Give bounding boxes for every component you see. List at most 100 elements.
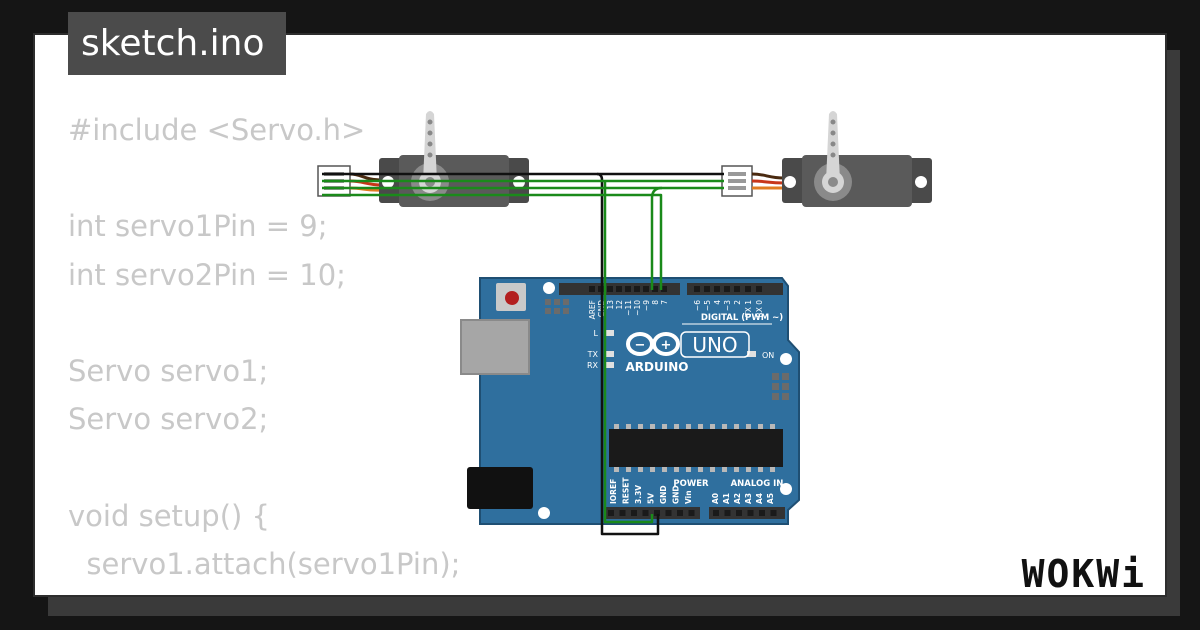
digital-pin[interactable]: [745, 286, 751, 292]
power-pin-label: GND: [659, 485, 668, 504]
analog-pin-label: A2: [733, 493, 742, 504]
led-rx: [605, 362, 614, 368]
icsp2-header: [772, 373, 789, 400]
digital-pin-label: AREF: [588, 300, 597, 319]
analog-pin[interactable]: [770, 510, 777, 516]
power-pin-label: Vin: [684, 490, 693, 504]
digital-pin-label: ~6: [693, 300, 702, 311]
analog-pin-label: A5: [766, 493, 775, 504]
reset-button[interactable]: [505, 291, 519, 305]
analog-pin-label: A3: [744, 493, 753, 504]
digital-pin-label: RX 0: [755, 300, 764, 318]
power-pin-label: RESET: [622, 477, 631, 504]
digital-pin[interactable]: [589, 286, 595, 292]
mounting-hole: [780, 483, 792, 495]
code-line: servo2.attach(servo2Pin);: [68, 588, 460, 596]
servo-motor-1[interactable]: [317, 111, 529, 207]
code-line: int servo1Pin = 9;: [68, 209, 328, 244]
led-l-label: L: [594, 329, 599, 338]
analog-header-title: ANALOG IN: [731, 479, 784, 489]
wire-signal-servo1[interactable]: [322, 193, 663, 290]
servo-motor-2[interactable]: [721, 111, 932, 207]
wire-vcc-to-5v[interactable]: [603, 181, 654, 524]
power-pin-label: IOREF: [609, 479, 618, 504]
usb-connector: [460, 319, 530, 375]
servo2-wire-brown: [751, 172, 785, 180]
analog-pin[interactable]: [736, 510, 742, 516]
power-pin[interactable]: [631, 510, 637, 516]
power-pin[interactable]: [688, 510, 695, 516]
wire-signal-pin10[interactable]: [650, 186, 663, 290]
code-line: servo1.attach(servo1Pin);: [68, 546, 461, 581]
digital-pin[interactable]: [734, 286, 740, 292]
power-jack: [467, 467, 533, 509]
board-model: UNO: [692, 333, 737, 357]
analog-pin[interactable]: [724, 510, 731, 516]
digital-pin[interactable]: [652, 286, 658, 292]
arduino-infinity-icon: [626, 332, 680, 356]
led-tx: [605, 351, 614, 357]
code-line: int servo2Pin = 10;: [68, 257, 346, 292]
servo2-screw-icon: [828, 177, 838, 187]
analog-pin[interactable]: [759, 510, 765, 516]
servo2-mount-hole: [784, 176, 796, 188]
digital-pin-label: ~10: [633, 300, 642, 316]
power-pin[interactable]: [654, 510, 660, 516]
power-pin[interactable]: [642, 510, 649, 516]
analog-pin-label: A0: [711, 493, 720, 504]
digital-pin[interactable]: [724, 286, 730, 292]
code-preview: #include <Servo.h> int servo1Pin = 9; int …: [68, 106, 461, 596]
digital-pin[interactable]: [616, 286, 622, 292]
mounting-hole: [538, 507, 550, 519]
digital-pin[interactable]: [643, 286, 649, 292]
servo2-connector: [721, 165, 753, 197]
servo2-mount-hole: [915, 176, 927, 188]
led-tx-label: TX: [587, 350, 599, 359]
atmega-chip: [609, 429, 783, 467]
code-line: #include <Servo.h>: [68, 113, 366, 147]
preview-card: #include <Servo.h> int servo1Pin = 9; int …: [33, 33, 1167, 597]
code-line: void setup() {: [68, 498, 270, 533]
digital-pin-holes: [589, 286, 762, 292]
analog-pin[interactable]: [747, 510, 754, 516]
icsp-header: [545, 299, 569, 314]
power-pin[interactable]: [677, 510, 683, 516]
power-pin-label: 5V: [647, 493, 656, 504]
wires[interactable]: [322, 172, 724, 536]
power-pin-label: 3.3V: [634, 485, 643, 504]
power-header-title: POWER: [673, 479, 709, 489]
digital-pin-label: 12: [615, 300, 624, 310]
analog-pin[interactable]: [713, 510, 719, 516]
wire-gnd-to-board[interactable]: [596, 172, 660, 536]
analog-pin-label: A1: [722, 493, 731, 504]
digital-pin-label: TX 1: [744, 300, 753, 318]
digital-pin[interactable]: [714, 286, 720, 292]
digital-pin[interactable]: [661, 286, 667, 292]
digital-pin-label: 8: [651, 300, 660, 305]
analog-pin-label: A4: [755, 493, 764, 504]
file-tab[interactable]: sketch.ino: [68, 12, 286, 75]
power-pin[interactable]: [619, 510, 626, 516]
digital-pin-label: 4: [713, 300, 722, 305]
mounting-hole: [543, 282, 555, 294]
power-pin[interactable]: [665, 510, 672, 516]
digital-pin-label: 13: [606, 300, 615, 310]
digital-pin[interactable]: [607, 286, 613, 292]
logo-plus: +: [661, 338, 672, 353]
led-on-label: ON: [762, 351, 774, 360]
digital-pin[interactable]: [634, 286, 640, 292]
digital-pin[interactable]: [625, 286, 631, 292]
led-on: [747, 351, 756, 357]
led-rx-label: RX: [587, 361, 599, 370]
digital-pin[interactable]: [756, 286, 762, 292]
chip-pins: [614, 424, 775, 472]
digital-pin[interactable]: [694, 286, 700, 292]
digital-pin[interactable]: [704, 286, 710, 292]
power-pin[interactable]: [608, 510, 614, 516]
digital-pin-label: ~9: [642, 300, 651, 311]
servo2-wire-red: [751, 179, 785, 185]
